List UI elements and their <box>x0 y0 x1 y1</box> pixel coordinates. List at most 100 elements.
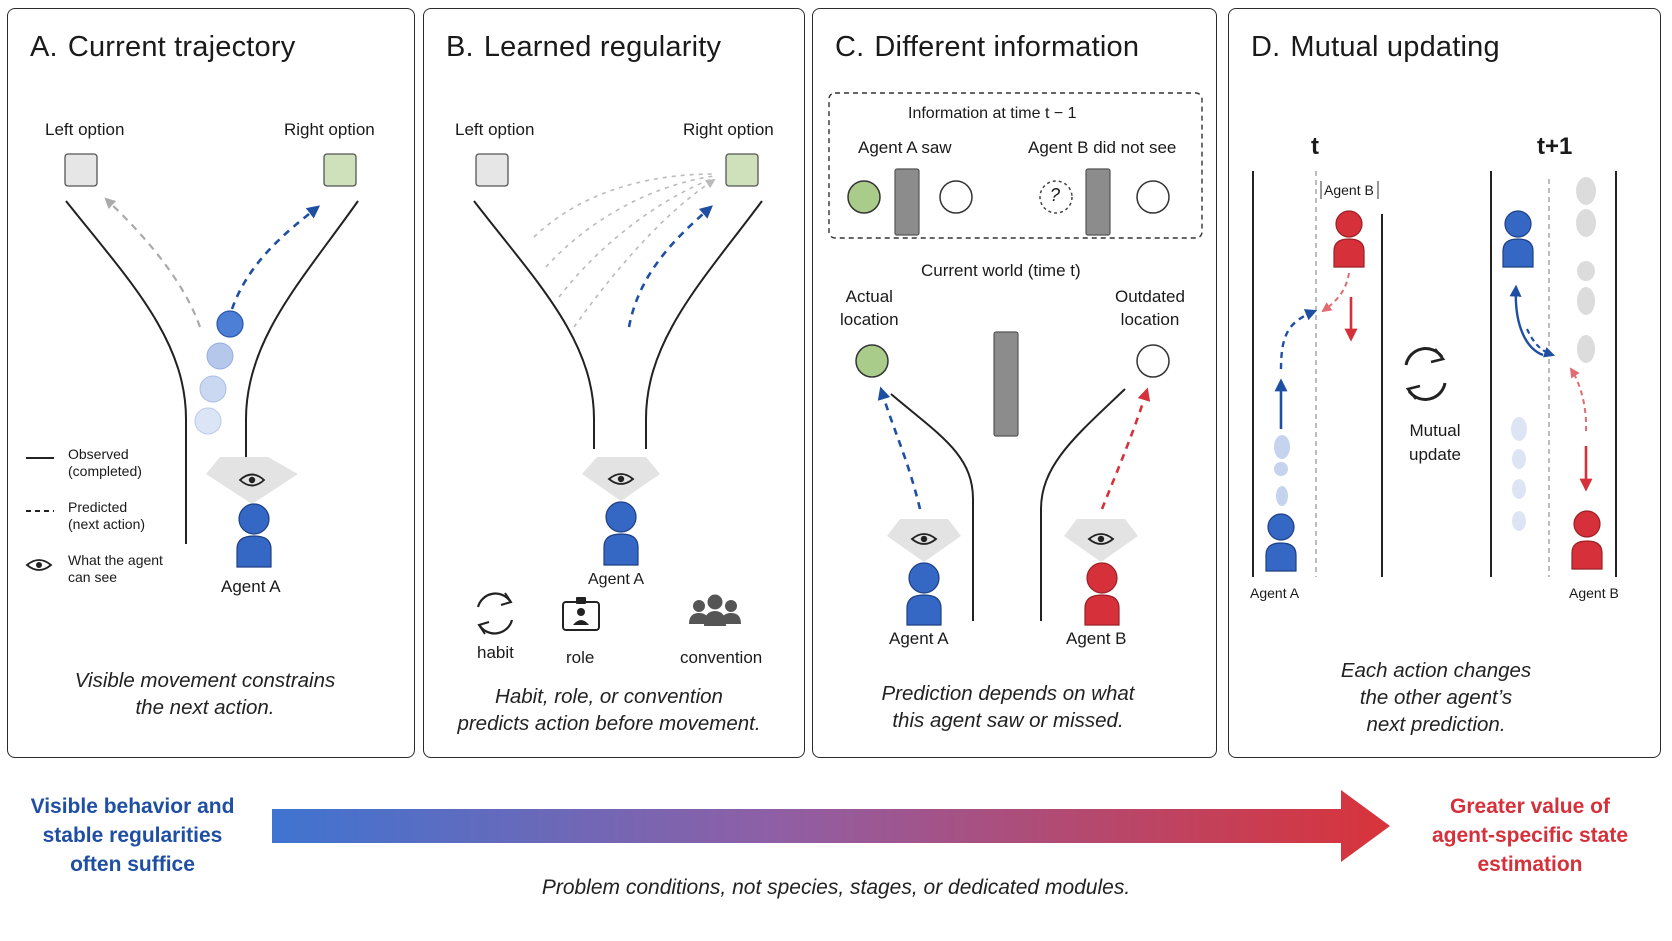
agent-b-label-top: Agent B <box>1324 182 1374 198</box>
agent-a-figure-t <box>1265 513 1297 572</box>
legend-agent-sees: What the agent can see <box>68 552 163 586</box>
footer-right-line3: estimation <box>1477 853 1583 876</box>
outdated-location-item <box>1136 344 1170 378</box>
actual-location-item <box>855 344 889 378</box>
agent-a-footprints-t <box>1274 435 1290 506</box>
panel-c-caption-line1: Prediction depends on what <box>881 682 1135 705</box>
legend-eye-icon <box>25 559 53 571</box>
agent-a-label: Agent A <box>588 571 645 588</box>
right-option-box <box>323 153 357 187</box>
agent-b-dashed-arrow-t1 <box>1569 367 1588 432</box>
eye-icon <box>1087 533 1115 545</box>
agent-b-did-not-see-label: Agent B did not see <box>1028 138 1177 157</box>
agent-a-path-arrow-t1 <box>1509 284 1544 357</box>
trail-dot-2 <box>206 342 234 370</box>
panel-b-title: B.Learned regularity <box>446 31 721 64</box>
panel-c-title-text: Different information <box>874 31 1140 63</box>
current-world-label: Current world (time t) <box>921 261 1081 280</box>
panel-a-caption-line1: Visible movement constrains <box>74 669 336 692</box>
agent-a-figure <box>603 501 639 566</box>
panel-b-caption-line2: predicts action before movement. <box>457 712 761 735</box>
panel-d-caption: Each action changes the other agent’s ne… <box>1229 657 1643 738</box>
agent-b-figure-t <box>1333 210 1365 268</box>
outdated-line2: location <box>1120 310 1180 329</box>
panel-a-title-text: Current trajectory <box>67 31 296 63</box>
legend-sees-line1: What the agent <box>68 552 163 568</box>
footer-left-label: Visible behavior and stable regularities… <box>20 792 245 879</box>
legend-observed: Observed (completed) <box>68 446 142 480</box>
panel-b-title-text: Learned regularity <box>483 31 722 63</box>
agent-a-figure <box>906 562 942 626</box>
agent-a-label: Agent A <box>889 629 949 648</box>
footer-note: Problem conditions, not species, stages,… <box>541 876 1131 899</box>
habit-label: habit <box>477 643 514 662</box>
left-option-box <box>64 153 98 187</box>
path-right-wall <box>645 200 763 449</box>
agent-b-label: Agent B <box>1569 585 1619 601</box>
outdated-location-label: Outdated location <box>1115 285 1185 331</box>
predicted-right-dashed <box>230 205 321 310</box>
panel-b-caption: Habit, role, or convention predicts acti… <box>424 683 794 737</box>
time-t-label: t <box>1311 133 1319 160</box>
footer-left-line2: stable regularities <box>42 824 223 847</box>
agent-a-figure <box>236 503 272 568</box>
panel-d-caption-line1: Each action changes <box>1340 659 1532 682</box>
panel-c-title: C.Different information <box>835 31 1139 64</box>
time-t-plus-1-label: t+1 <box>1537 133 1573 160</box>
mutual-update-label: Mutual update <box>1409 419 1461 467</box>
path-right-wall <box>245 200 359 481</box>
panel-b-caption-line1: Habit, role, or convention <box>495 685 723 708</box>
panel-c-caption-line2: this agent saw or missed. <box>892 709 1124 732</box>
unknown-question-mark: ? <box>1050 185 1061 205</box>
info-title: Information at time t − 1 <box>908 105 1077 122</box>
agent-b-barrier <box>1085 168 1111 236</box>
current-position-dot <box>216 310 244 338</box>
trail-dot-3 <box>199 375 227 403</box>
panel-d-title: D. Mutual updating <box>1251 31 1500 64</box>
panel-a-caption: Visible movement constrains the next act… <box>8 667 402 721</box>
agent-a-label: Agent A <box>1250 585 1300 601</box>
predicted-left-dashed <box>104 197 202 328</box>
agent-a-dashed-arrow-t <box>1279 309 1318 370</box>
agent-b-trail-t1 <box>1576 177 1596 363</box>
panel-c-drawing <box>828 92 1203 626</box>
panel-a-letter: A. <box>30 31 58 63</box>
path-left-wall <box>473 200 595 449</box>
panel-d-caption-line2: the other agent’s <box>1359 686 1513 709</box>
path-left-wall <box>890 393 974 621</box>
panel-d-title-text: Mutual updating <box>1290 31 1500 63</box>
footer-right-label: Greater value of agent-specific state es… <box>1410 792 1650 879</box>
agent-b-figure-t1 <box>1571 510 1603 570</box>
left-option-box <box>475 153 509 187</box>
panel-c-caption: Prediction depends on what this agent sa… <box>813 680 1203 734</box>
habitual-trajectories <box>533 173 716 328</box>
center-barrier <box>993 331 1019 437</box>
panel-d-letter: D. <box>1251 31 1281 63</box>
info-dashed-box <box>828 92 1203 239</box>
panel-different-information: C.Different information <box>812 8 1217 758</box>
agent-a-saw-label: Agent A saw <box>858 138 952 157</box>
agent-a-saw-green-item <box>847 180 881 214</box>
eye-icon <box>238 473 266 487</box>
path-left-wall <box>65 200 187 544</box>
right-option-box <box>725 153 759 187</box>
right-option-label: Right option <box>683 120 774 139</box>
convention-group-icon <box>689 594 741 626</box>
gradient-arrow-shape <box>272 790 1390 862</box>
mutual-line2: update <box>1409 445 1461 464</box>
agent-a-label: Agent A <box>221 577 281 596</box>
legend-observed-line1: Observed <box>68 446 129 462</box>
legend-sees-line2: can see <box>68 569 118 585</box>
actual-line2: location <box>840 310 899 329</box>
legend-predicted-line1: Predicted <box>68 499 128 515</box>
left-option-label: Left option <box>45 120 125 139</box>
agent-a-saw-barrier <box>894 168 920 236</box>
predicted-right-dashed <box>627 205 713 328</box>
panel-a-caption-line2: the next action. <box>135 696 275 719</box>
footer-left-line3: often suffice <box>70 853 195 876</box>
agent-b-unknown-item <box>1039 180 1073 214</box>
trail-dot-4 <box>194 407 222 435</box>
footer-left-line1: Visible behavior and <box>30 795 235 818</box>
eye-icon <box>607 473 635 485</box>
footer-right-line1: Greater value of <box>1450 795 1610 818</box>
